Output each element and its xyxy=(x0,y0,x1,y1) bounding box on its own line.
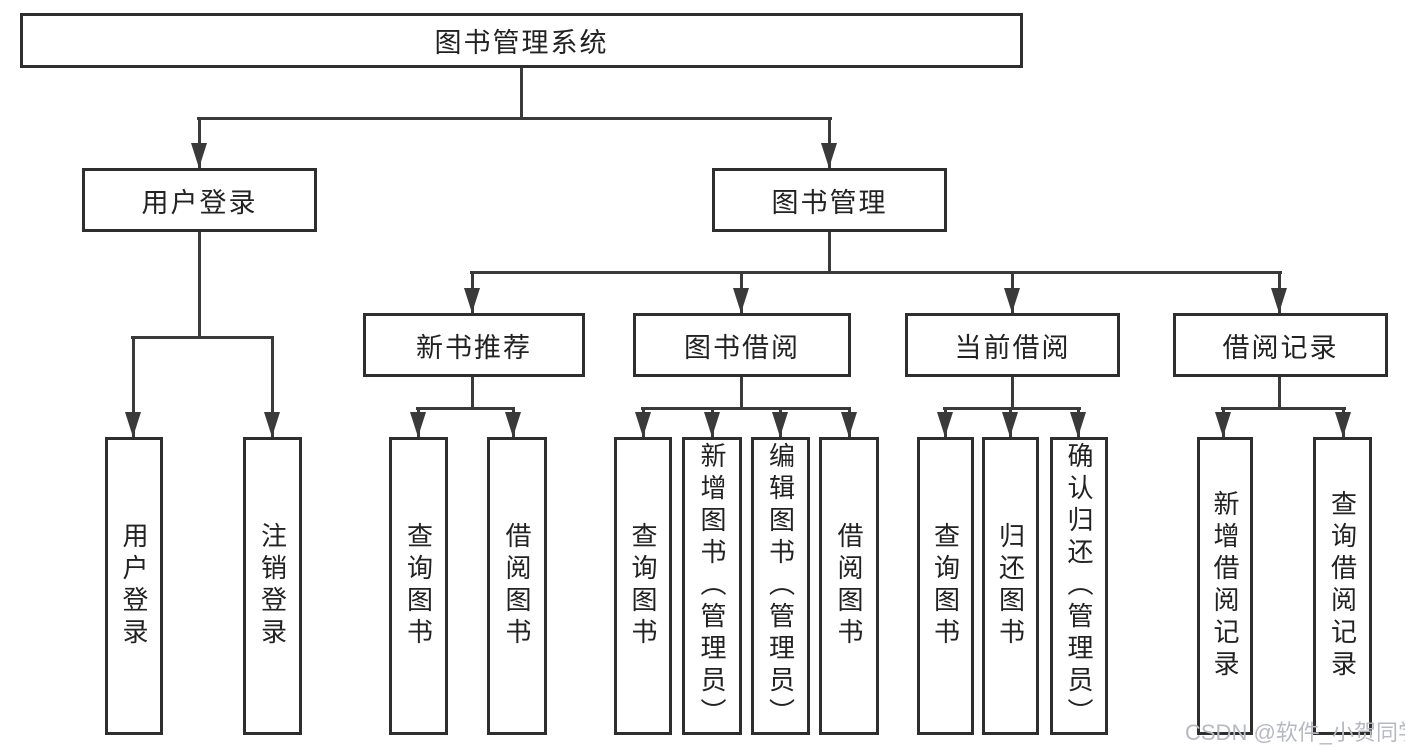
arrow-login-1 xyxy=(125,412,141,437)
leaf-borrow-books: 借阅图书 xyxy=(819,437,879,735)
leaf-borrow-query-books: 查询图书 xyxy=(614,437,672,735)
arrow-records-1 xyxy=(1215,412,1231,437)
connector-login-drop-2 xyxy=(271,336,274,437)
connector-current-bus xyxy=(943,407,1081,410)
arrow-borrow-2 xyxy=(704,412,720,437)
connector-mgmt-stem xyxy=(828,232,831,274)
connector-root-drop-1 xyxy=(198,117,201,168)
node-book-management-label: 图书管理 xyxy=(771,187,888,218)
arrow-current-2 xyxy=(1002,412,1018,437)
leaf-add-book-admin: 新增图书（管理员） xyxy=(682,437,742,735)
node-current-borrow-label: 当前借阅 xyxy=(954,332,1071,363)
node-new-book-recommend-label: 新书推荐 xyxy=(416,332,532,363)
leaf-edit-book-admin: 编辑图书（管理员） xyxy=(751,437,810,735)
arrow-borrow-1 xyxy=(635,412,651,437)
node-user-login-label: 用户登录 xyxy=(141,187,258,218)
node-borrow-records-label: 借阅记录 xyxy=(1222,332,1339,363)
connector-mgmt-bus xyxy=(470,271,1282,274)
connector-records-stem xyxy=(1278,377,1281,410)
arrow-mgmt-3 xyxy=(1004,288,1020,313)
node-book-management: 图书管理 xyxy=(712,168,947,232)
node-root-label: 图书管理系统 xyxy=(434,28,609,58)
node-new-book-recommend: 新书推荐 xyxy=(363,313,585,377)
arrow-root-1 xyxy=(191,143,207,168)
leaf-confirm-return-admin: 确认归还（管理员） xyxy=(1050,437,1108,735)
arrow-current-1 xyxy=(937,412,953,437)
arrow-borrow-3 xyxy=(772,412,788,437)
leaf-user-login: 用户登录 xyxy=(105,437,163,735)
connector-root-drop-2 xyxy=(828,117,831,168)
leaf-current-query-books: 查询图书 xyxy=(917,437,974,735)
connector-borrow-stem xyxy=(740,377,743,410)
leaf-borrow-query-books-label: 查询图书 xyxy=(628,522,658,650)
leaf-confirm-return-admin-label: 确认归还（管理员） xyxy=(1064,442,1094,730)
connector-login-drop-1 xyxy=(132,336,135,437)
connector-root-bus xyxy=(197,117,832,120)
connector-login-bus xyxy=(131,336,274,339)
node-user-login: 用户登录 xyxy=(82,168,317,232)
connector-borrow-bus xyxy=(641,407,851,410)
leaf-query-borrow-record: 查询借阅记录 xyxy=(1313,437,1372,735)
leaf-add-book-admin-label: 新增图书（管理员） xyxy=(697,442,727,730)
leaf-edit-book-admin-label: 编辑图书（管理员） xyxy=(765,442,796,730)
connector-login-stem xyxy=(198,232,201,339)
leaf-recommend-borrow-books-label: 借阅图书 xyxy=(502,522,532,650)
leaf-add-borrow-record-label: 新增借阅记录 xyxy=(1210,490,1240,682)
leaf-user-login-label: 用户登录 xyxy=(119,522,149,650)
arrow-borrow-4 xyxy=(841,412,857,437)
leaf-current-query-books-label: 查询图书 xyxy=(930,522,961,650)
connector-records-bus xyxy=(1221,407,1346,410)
arrow-recommend-1 xyxy=(410,412,426,437)
arrow-mgmt-2 xyxy=(733,288,749,313)
leaf-logout: 注销登录 xyxy=(243,437,302,735)
arrow-mgmt-4 xyxy=(1271,288,1287,313)
arrow-mgmt-1 xyxy=(464,288,480,313)
leaf-recommend-borrow-books: 借阅图书 xyxy=(487,437,547,735)
leaf-query-borrow-record-label: 查询借阅记录 xyxy=(1327,490,1358,682)
leaf-recommend-query-books: 查询图书 xyxy=(389,437,448,735)
connector-root-stem xyxy=(520,68,523,120)
arrow-current-3 xyxy=(1070,412,1086,437)
node-book-borrow: 图书借阅 xyxy=(633,313,851,377)
arrow-root-2 xyxy=(821,143,837,168)
connector-recommend-stem xyxy=(471,377,474,410)
leaf-return-book-label: 归还图书 xyxy=(995,522,1026,650)
node-borrow-records: 借阅记录 xyxy=(1173,313,1388,377)
node-book-borrow-label: 图书借阅 xyxy=(684,332,800,363)
arrow-login-2 xyxy=(264,412,280,437)
watermark-text: CSDN @软件_小贺同学 xyxy=(1185,720,1405,745)
connector-current-stem xyxy=(1011,377,1014,410)
node-root: 图书管理系统 xyxy=(20,13,1023,68)
connector-recommend-bus xyxy=(416,407,515,410)
leaf-recommend-query-books-label: 查询图书 xyxy=(403,522,434,650)
leaf-add-borrow-record: 新增借阅记录 xyxy=(1197,437,1253,735)
leaf-return-book: 归还图书 xyxy=(982,437,1039,735)
leaf-borrow-books-label: 借阅图书 xyxy=(834,522,864,650)
leaf-logout-label: 注销登录 xyxy=(257,522,288,650)
arrow-recommend-2 xyxy=(505,412,521,437)
node-current-borrow: 当前借阅 xyxy=(905,313,1120,377)
arrow-records-2 xyxy=(1335,412,1351,437)
